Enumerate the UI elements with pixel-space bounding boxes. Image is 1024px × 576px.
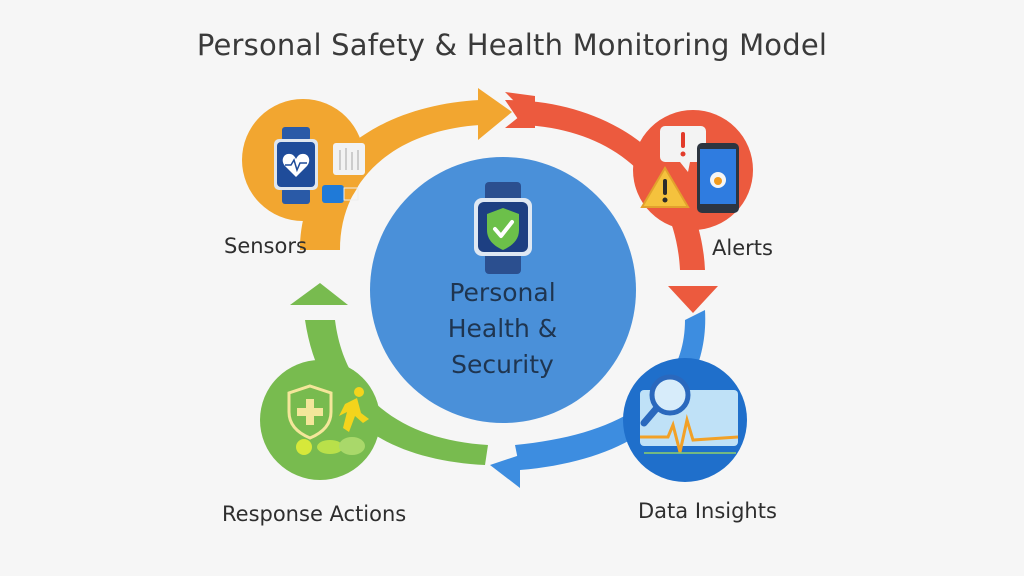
sensors-label: Sensors [224, 234, 307, 258]
alerts-label: Alerts [712, 236, 773, 260]
center-label: Personal Health & Security [400, 275, 605, 383]
alert-warning-phone-icon [640, 126, 739, 213]
data-insights-label: Data Insights [638, 499, 777, 523]
center-circle [370, 157, 636, 423]
center-label-line3: Security [451, 350, 554, 379]
response-actions-label: Response Actions [222, 502, 407, 526]
center-label-line2: Health & [447, 314, 558, 343]
smartwatch-heart-sensor-icon [274, 127, 365, 204]
diagram-title: Personal Safety & Health Monitoring Mode… [196, 28, 828, 62]
shield-runner-icon [287, 384, 369, 455]
arrow-sensors-to-alerts [300, 88, 512, 250]
center-label-line1: Personal [449, 278, 556, 307]
smartwatch-shield-check-icon [474, 182, 532, 274]
magnifier-chart-icon [640, 374, 739, 454]
